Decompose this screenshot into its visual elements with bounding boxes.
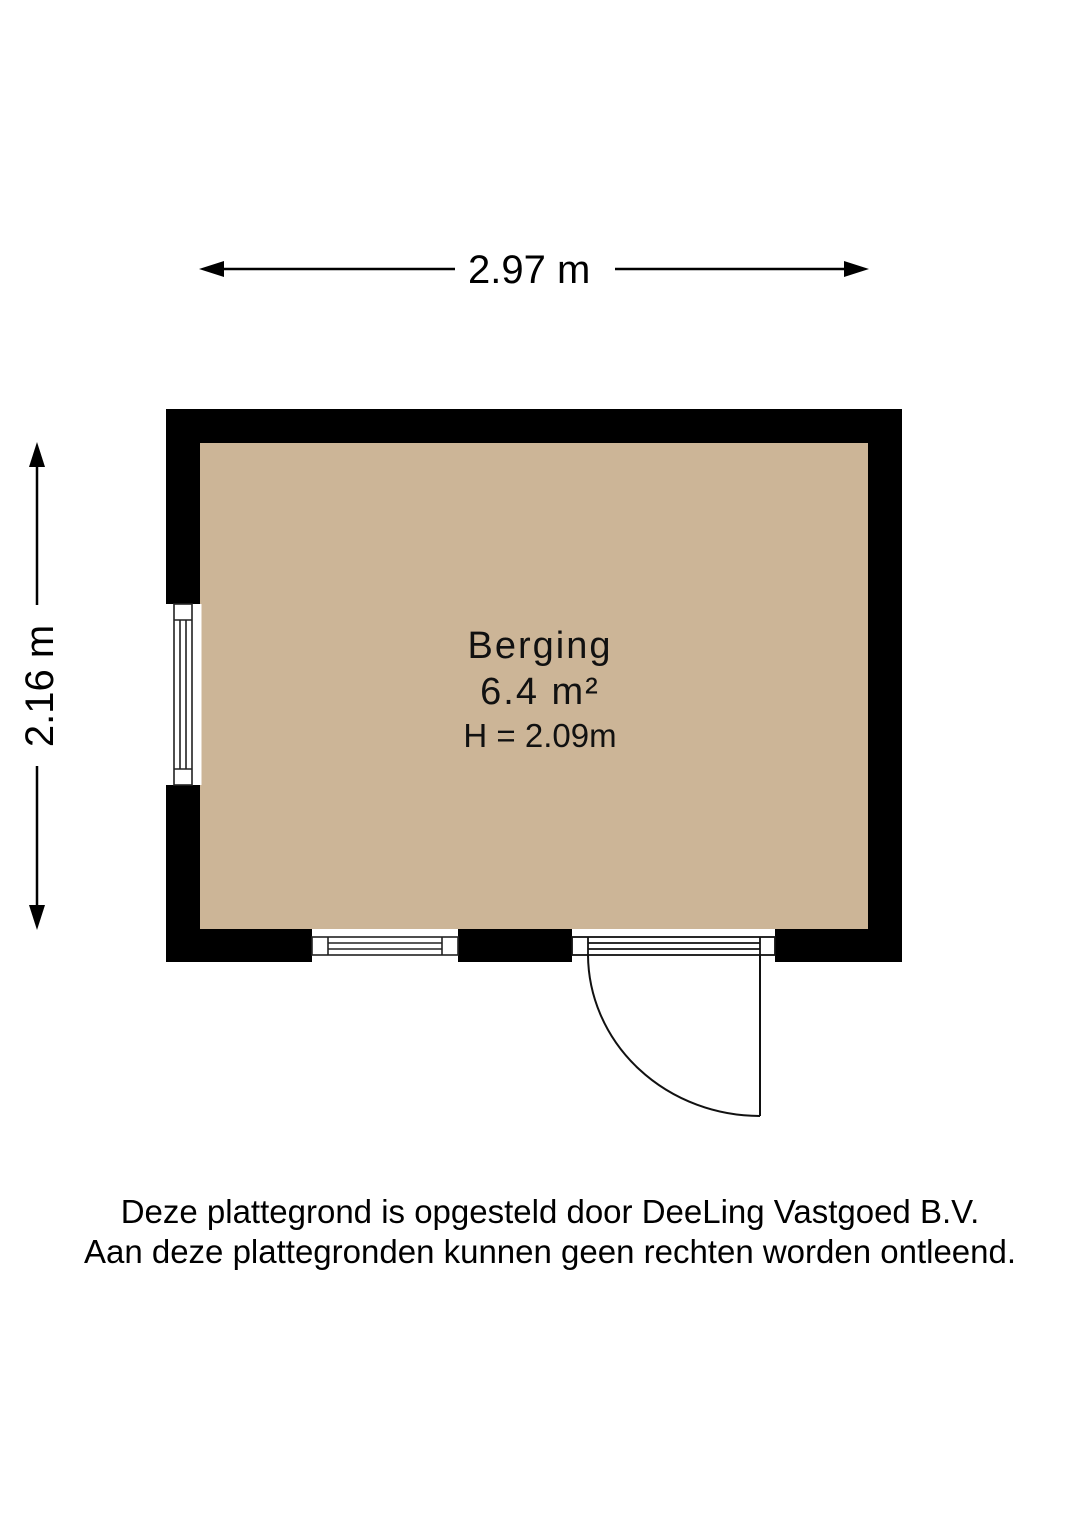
width-dimension-arrow [199, 261, 869, 277]
arrowhead-left-icon [199, 261, 224, 277]
width-dimension-label: 2.97 m [456, 250, 603, 290]
wall-south-left [166, 929, 312, 962]
wall-south-middle [458, 929, 572, 962]
arrowhead-right-icon [844, 261, 869, 277]
wall-north [166, 409, 902, 443]
arrowhead-down-icon [29, 905, 45, 930]
disclaimer-line-1: Deze plattegrond is opgesteld door DeeLi… [120, 1193, 980, 1230]
room-area: 6.4 m² [480, 671, 600, 713]
height-dimension-label: 2.16 m [18, 612, 62, 760]
walls [166, 409, 902, 962]
disclaimer-line-2: Aan deze plattegronden kunnen geen recht… [83, 1233, 1017, 1270]
wall-west-upper [166, 409, 200, 604]
room-floor [200, 443, 868, 929]
door-swing-arc [587, 954, 761, 1117]
room-name: Berging [467, 625, 613, 667]
wall-east [868, 409, 902, 962]
window-west [173, 603, 202, 786]
room-ceiling-height: H = 2.09m [463, 717, 617, 754]
height-dimension-arrow [29, 442, 45, 930]
window-south [311, 936, 459, 956]
arrowhead-up-icon [29, 442, 45, 467]
wall-south-right [775, 929, 902, 962]
door-south [571, 936, 776, 1117]
